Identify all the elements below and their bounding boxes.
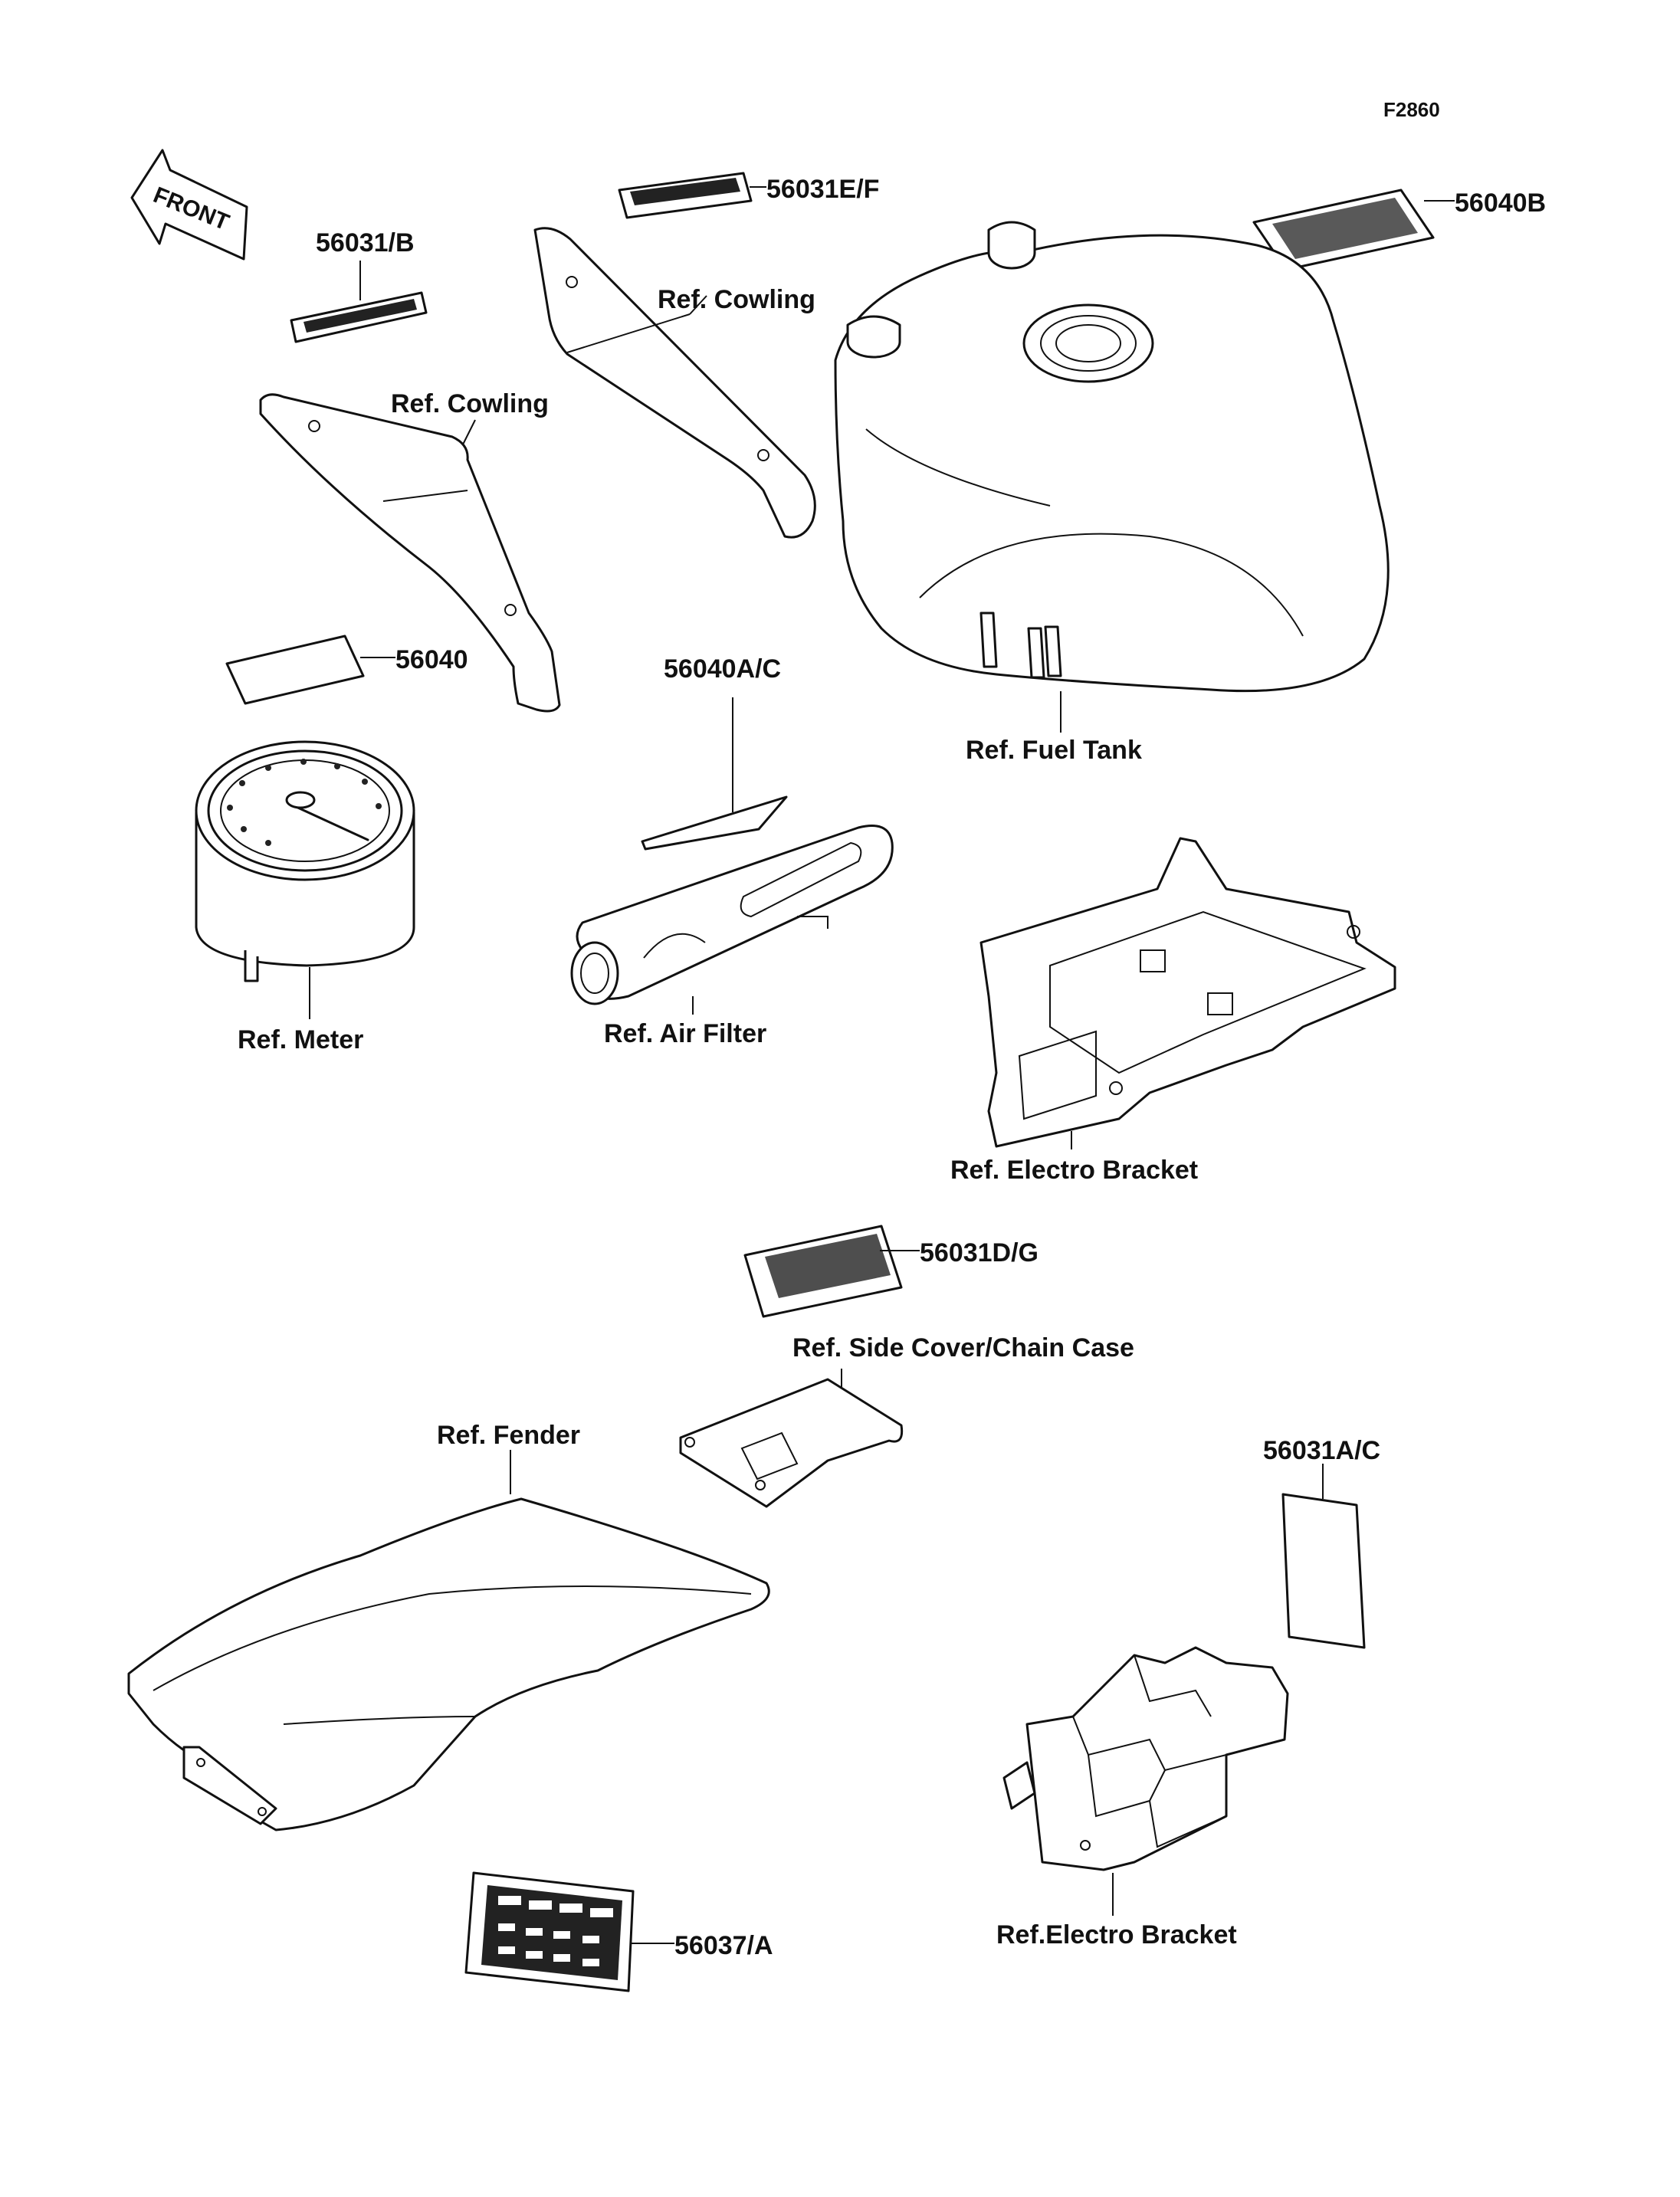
fuel-tank-part (834, 221, 1390, 733)
decal-56031-ef (618, 172, 766, 219)
air-filter-part (570, 825, 894, 1015)
cowling-lower-part (259, 393, 561, 713)
label-56031ac: 56031A/C (1263, 1436, 1380, 1465)
decal-56040ac (641, 697, 788, 851)
decal-56040 (225, 635, 395, 705)
label-ref-cowling-upper: Ref. Cowling (658, 285, 815, 314)
label-ref-cowling-lower: Ref. Cowling (391, 389, 549, 418)
decal-56031dg (743, 1225, 920, 1318)
label-56031dg: 56031D/G (920, 1238, 1039, 1267)
figure-code: F2860 (1383, 98, 1440, 121)
label-56040b: 56040B (1455, 189, 1546, 218)
side-cover-part (679, 1369, 904, 1508)
meter-part (195, 740, 415, 1019)
decal-56031ac (1281, 1464, 1366, 1649)
label-ref-air-filter: Ref. Air Filter (604, 1019, 766, 1048)
label-ref-side-cover: Ref. Side Cover/Chain Case (792, 1333, 1134, 1362)
fender-part (127, 1450, 770, 1831)
decal-56037a (464, 1871, 674, 1992)
label-ref-electro-bracket-upper: Ref. Electro Bracket (950, 1156, 1198, 1185)
label-56040ac: 56040A/C (664, 654, 781, 684)
label-ref-electro-bracket-lower: Ref.Electro Bracket (996, 1920, 1237, 1949)
label-56037a: 56037/A (674, 1931, 773, 1960)
electro-bracket-lower-part (1002, 1646, 1289, 1916)
label-56040: 56040 (395, 645, 468, 674)
label-56031-ef: 56031E/F (766, 175, 879, 204)
label-ref-fender: Ref. Fender (437, 1421, 580, 1450)
electro-bracket-upper-part (979, 837, 1396, 1149)
label-ref-meter: Ref. Meter (238, 1025, 363, 1054)
decal-56031-b (290, 261, 428, 343)
cowling-upper-part (533, 227, 816, 539)
label-56031-b: 56031/B (316, 228, 415, 257)
front-arrow-icon: FRONT (130, 149, 248, 261)
label-ref-fuel-tank: Ref. Fuel Tank (966, 736, 1142, 765)
